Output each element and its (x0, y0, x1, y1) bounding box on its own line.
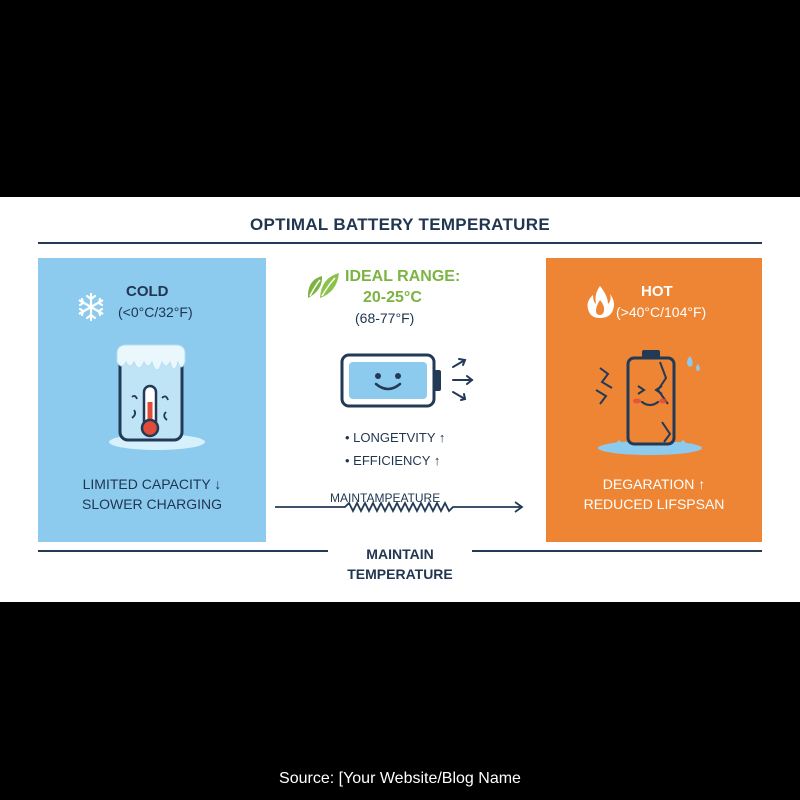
top-divider (38, 242, 762, 244)
maintain-label-line2: TEMPERATURE (347, 566, 453, 582)
middle-label: MAINTAMPEATURE (330, 491, 441, 505)
infographic-panel: OPTIMAL BATTERY TEMPERATURE COLD (<0°C/3… (0, 197, 800, 602)
hot-effect-degradation: DEGARATION ↑ (602, 476, 706, 492)
benefit-longevity: • LONGETVITY ↑ (345, 430, 446, 445)
cold-card: COLD (<0°C/32°F) LIMITED CAPACITY ↓ SLOW… (38, 258, 266, 542)
cold-effect-capacity: LIMITED CAPACITY ↓ (82, 476, 222, 492)
page-title: OPTIMAL BATTERY TEMPERATURE (250, 215, 550, 234)
hot-title: HOT (641, 283, 673, 300)
source-caption: Source: [Your Website/Blog Name (279, 770, 521, 787)
hot-effects: DEGARATION ↑ REDUCED LIFSPSAN (546, 474, 762, 514)
ideal-title-line2: 20-25°C (363, 289, 422, 306)
benefit-efficiency: • EFFICIENCY ↑ (345, 453, 441, 468)
cold-effects: LIMITED CAPACITY ↓ SLOWER CHARGING (38, 474, 266, 514)
maintain-arrow (275, 500, 524, 514)
maintain-label-line1: MAINTAIN (366, 546, 434, 562)
snowflake-icon (78, 292, 104, 322)
hot-effect-lifespan: REDUCED LIFSPSAN (583, 496, 725, 512)
hot-card: HOT (>40°C/104°F) DEGARATION ↑ REDUCED L… (546, 258, 762, 542)
bottom-divider-left (38, 550, 328, 552)
flame-icon (587, 286, 614, 318)
cold-title: COLD (126, 283, 169, 300)
bottom-divider-right (472, 550, 762, 552)
leaf-icon (307, 273, 339, 298)
frozen-battery-icon (109, 344, 205, 450)
cracked-battery-icon (595, 350, 702, 455)
ideal-title-line1: IDEAL RANGE: (345, 268, 461, 285)
hot-range: (>40°C/104°F) (616, 304, 707, 320)
ideal-benefits: • LONGETVITY ↑ • EFFICIENCY ↑ (345, 426, 445, 472)
cold-effect-charging: SLOWER CHARGING (81, 496, 222, 512)
happy-battery-icon (340, 353, 474, 408)
ideal-range-f: (68-77°F) (355, 310, 415, 326)
cold-range: (<0°C/32°F) (118, 304, 193, 320)
maintain-temperature-label: MAINTAIN TEMPERATURE (0, 544, 800, 584)
